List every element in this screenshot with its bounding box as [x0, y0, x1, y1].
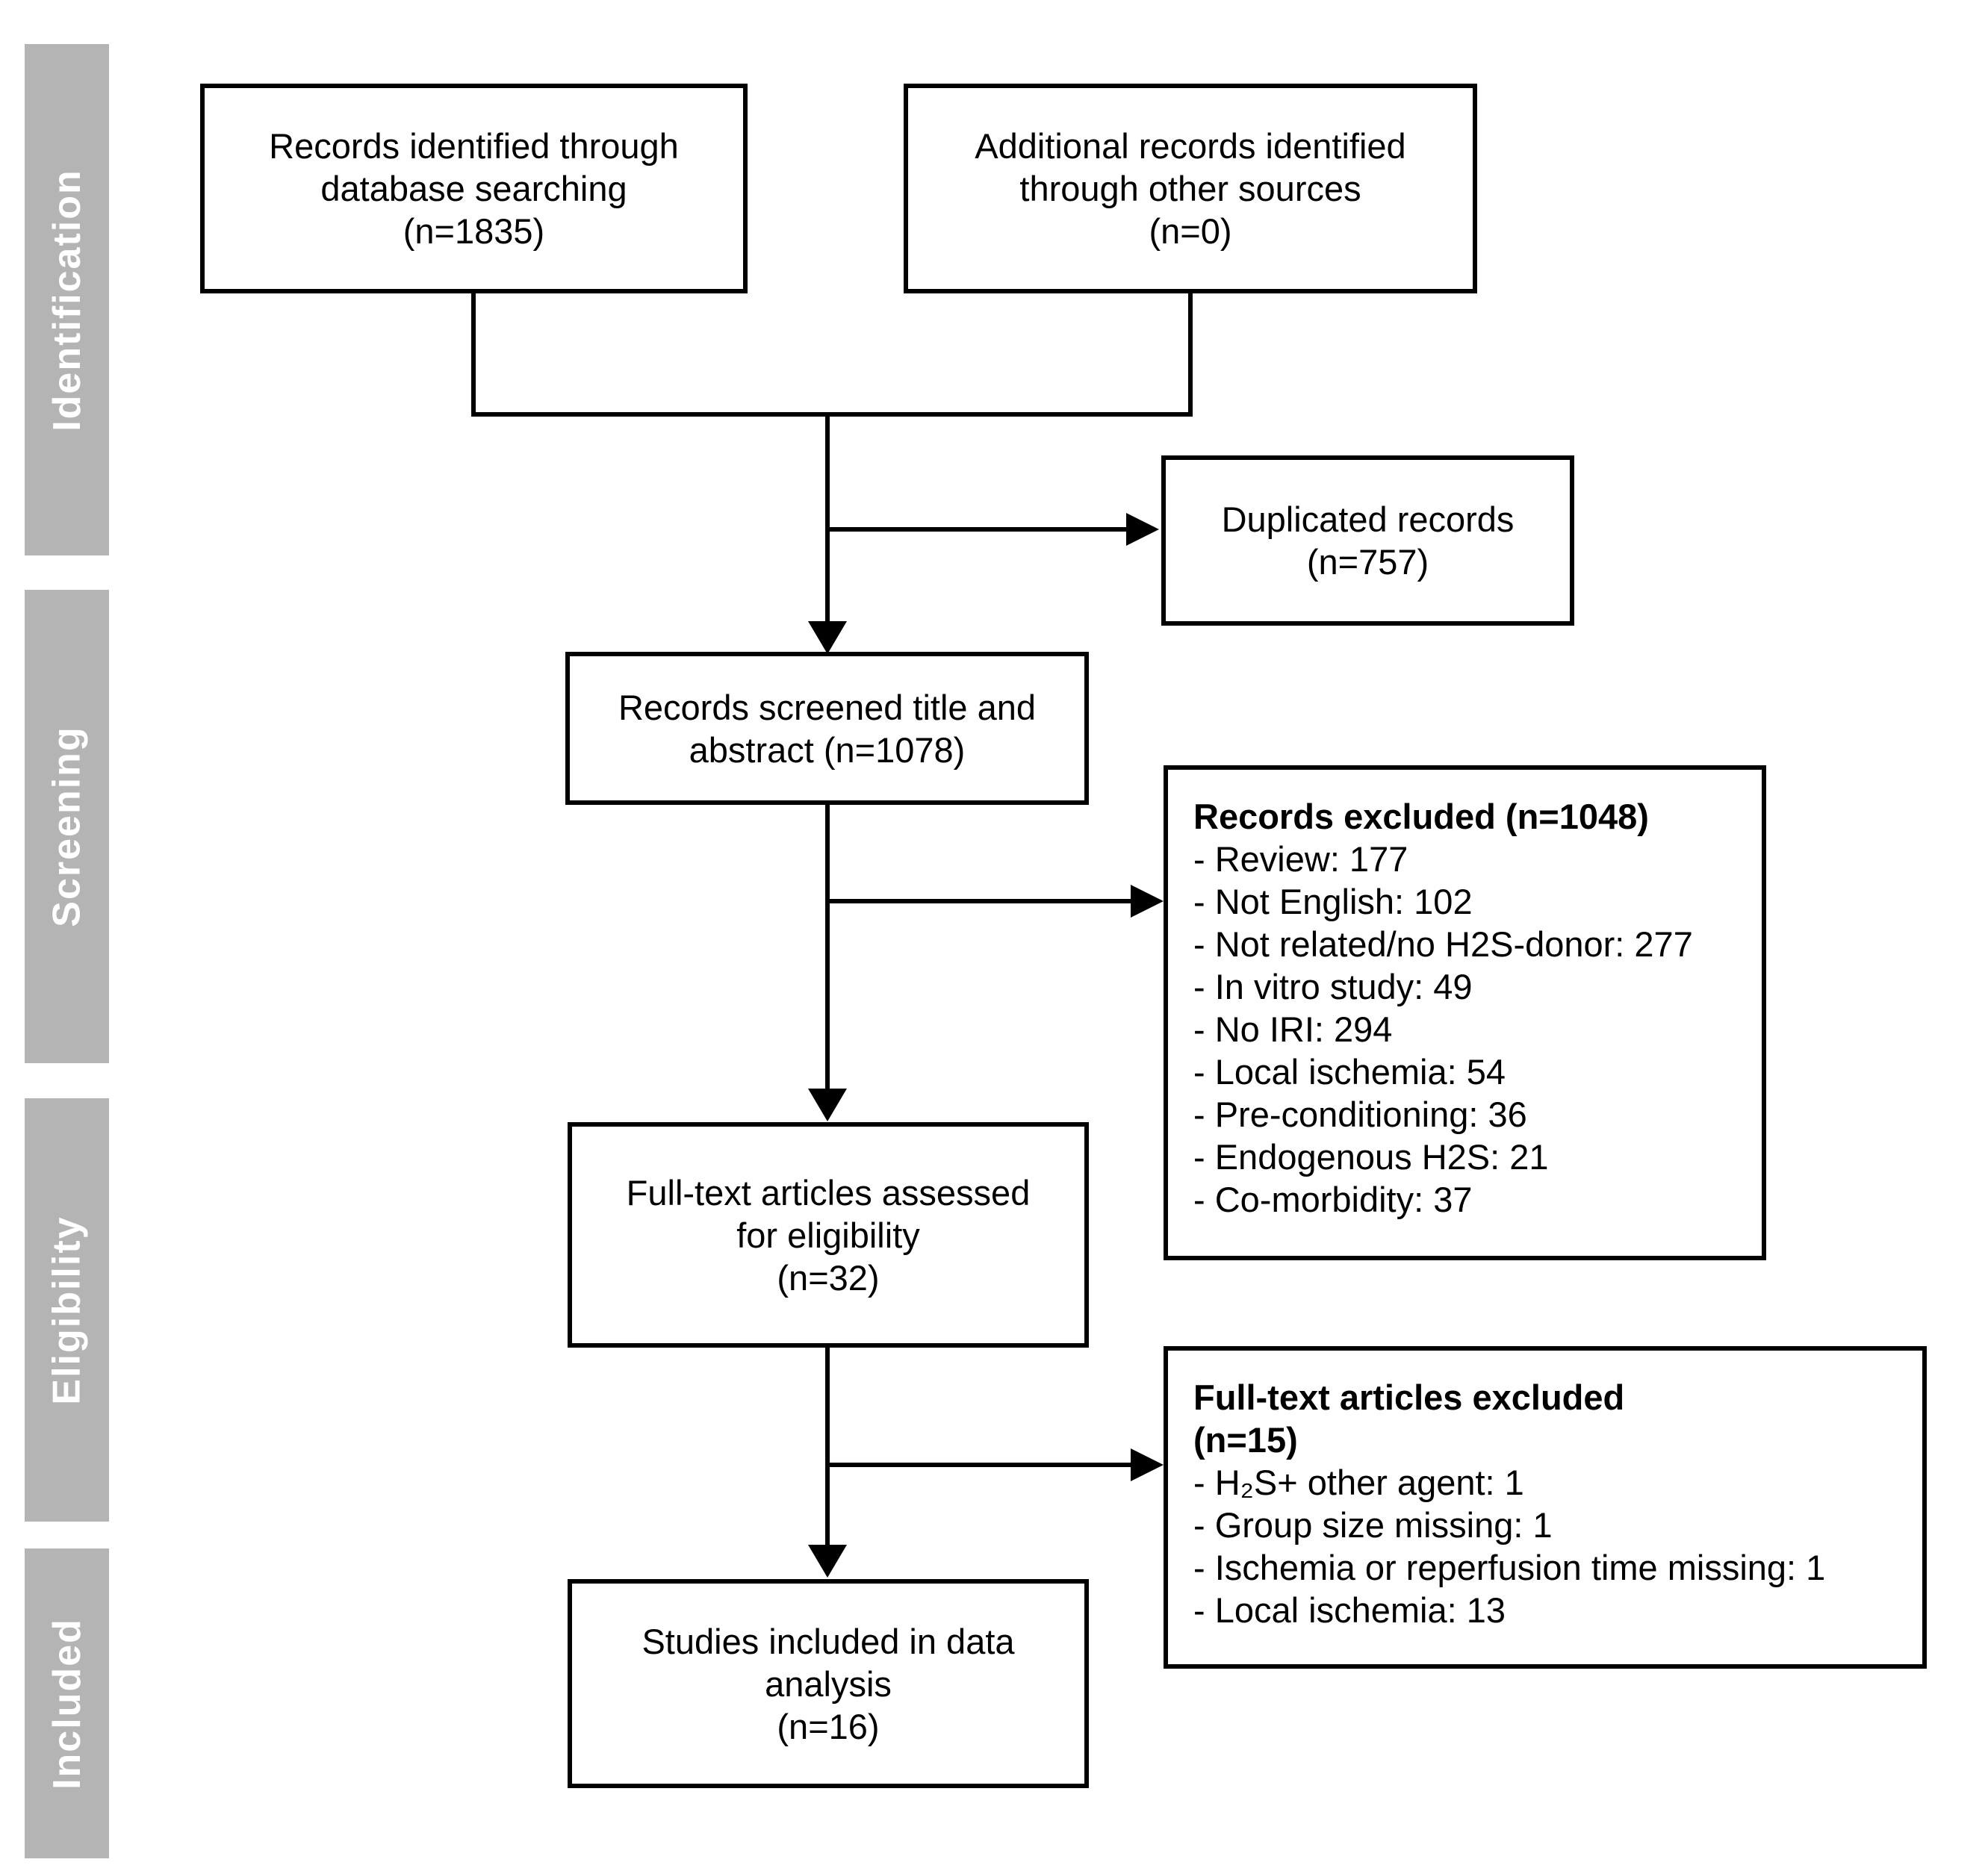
excluded-reason-item: - Endogenous H2S: 21	[1193, 1137, 1549, 1177]
stage-label-identification: Identification	[45, 168, 89, 432]
box-text-line: for eligibility	[736, 1215, 920, 1255]
box-text-line: (n=0)	[1149, 211, 1232, 251]
excluded-reason-item: - Not related/no H2S-donor: 277	[1193, 924, 1693, 964]
line-branch-duplicated	[827, 527, 1128, 532]
box-text-line: (n=757)	[1306, 542, 1429, 582]
box-studies-included: Studies included in data analysis (n=16)	[568, 1579, 1089, 1788]
line-additional-down	[1188, 291, 1193, 417]
arrowhead-to-screened	[808, 621, 847, 654]
arrowhead-to-records-excluded	[1131, 885, 1164, 918]
line-screened-to-assessed	[825, 805, 830, 1092]
excluded-reason-item: - Review: 177	[1193, 839, 1408, 879]
box-text-line: Records identified through	[269, 126, 679, 166]
excluded-reason-item: - Co-morbidity: 37	[1193, 1180, 1473, 1219]
arrowhead-to-fulltext-excluded	[1131, 1448, 1164, 1481]
line-assessed-to-included	[825, 1346, 830, 1546]
line-identified-down	[471, 291, 476, 417]
box-text-line: database searching	[320, 169, 627, 208]
box-fulltext-assessed: Full-text articles assessed for eligibil…	[568, 1122, 1089, 1348]
box-text-line: Additional records identified	[975, 126, 1406, 166]
box-fulltext-excluded: Full-text articles excluded (n=15) - H₂S…	[1164, 1346, 1927, 1669]
arrowhead-to-duplicated	[1126, 513, 1159, 546]
box-records-excluded: Records excluded (n=1048) - Review: 177 …	[1164, 765, 1766, 1260]
stage-label-included: Included	[45, 1617, 89, 1790]
stage-bar-screening: Screening	[25, 590, 109, 1063]
line-branch-fulltext-excluded	[827, 1463, 1132, 1467]
arrowhead-to-assessed	[808, 1089, 847, 1121]
stage-bar-eligibility: Eligibility	[25, 1098, 109, 1522]
excluded-reason-item: - In vitro study: 49	[1193, 967, 1473, 1006]
stage-label-eligibility: Eligibility	[45, 1215, 89, 1405]
box-title: Records excluded (n=1048)	[1193, 797, 1649, 836]
excluded-reason-item: - Ischemia or reperfusion time missing: …	[1193, 1548, 1826, 1587]
box-title: Full-text articles excluded	[1193, 1378, 1625, 1417]
stage-label-screening: Screening	[45, 726, 89, 927]
stage-bar-identification: Identification	[25, 44, 109, 555]
box-text-line: Full-text articles assessed	[626, 1172, 1031, 1213]
box-text-line: (n=32)	[777, 1257, 880, 1298]
box-text-line: Records screened title and	[618, 687, 1037, 727]
excluded-reason-item: - No IRI: 294	[1193, 1009, 1393, 1049]
box-text-line: abstract (n=1078)	[689, 729, 966, 770]
excluded-reason-item: - Not English: 102	[1193, 882, 1473, 921]
excluded-reason-item: - Local ischemia: 54	[1193, 1052, 1506, 1092]
box-title: (n=15)	[1193, 1420, 1298, 1460]
box-records-identified: Records identified through database sear…	[200, 84, 748, 293]
excluded-reason-item: - Local ischemia: 13	[1193, 1590, 1506, 1630]
line-merge-horizontal	[471, 412, 1193, 417]
line-merge-to-screened	[825, 412, 830, 623]
box-text-line: (n=16)	[777, 1706, 880, 1746]
box-text-line: Duplicated records	[1221, 499, 1515, 539]
box-text-line: (n=1835)	[403, 211, 545, 251]
excluded-reason-item: - H₂S+ other agent: 1	[1193, 1463, 1524, 1502]
box-additional-records: Additional records identified through ot…	[904, 84, 1477, 293]
box-text-line: Studies included in data	[642, 1621, 1015, 1661]
line-branch-records-excluded	[827, 899, 1132, 903]
excluded-reason-item: - Pre-conditioning: 36	[1193, 1095, 1527, 1134]
stage-bar-included: Included	[25, 1548, 109, 1858]
box-text-line: analysis	[765, 1663, 892, 1704]
box-text-line: through other sources	[1019, 169, 1361, 208]
box-records-screened: Records screened title and abstract (n=1…	[565, 652, 1089, 805]
arrowhead-to-included	[808, 1545, 847, 1578]
box-duplicated-records: Duplicated records (n=757)	[1161, 455, 1574, 626]
excluded-reason-item: - Group size missing: 1	[1193, 1505, 1553, 1545]
